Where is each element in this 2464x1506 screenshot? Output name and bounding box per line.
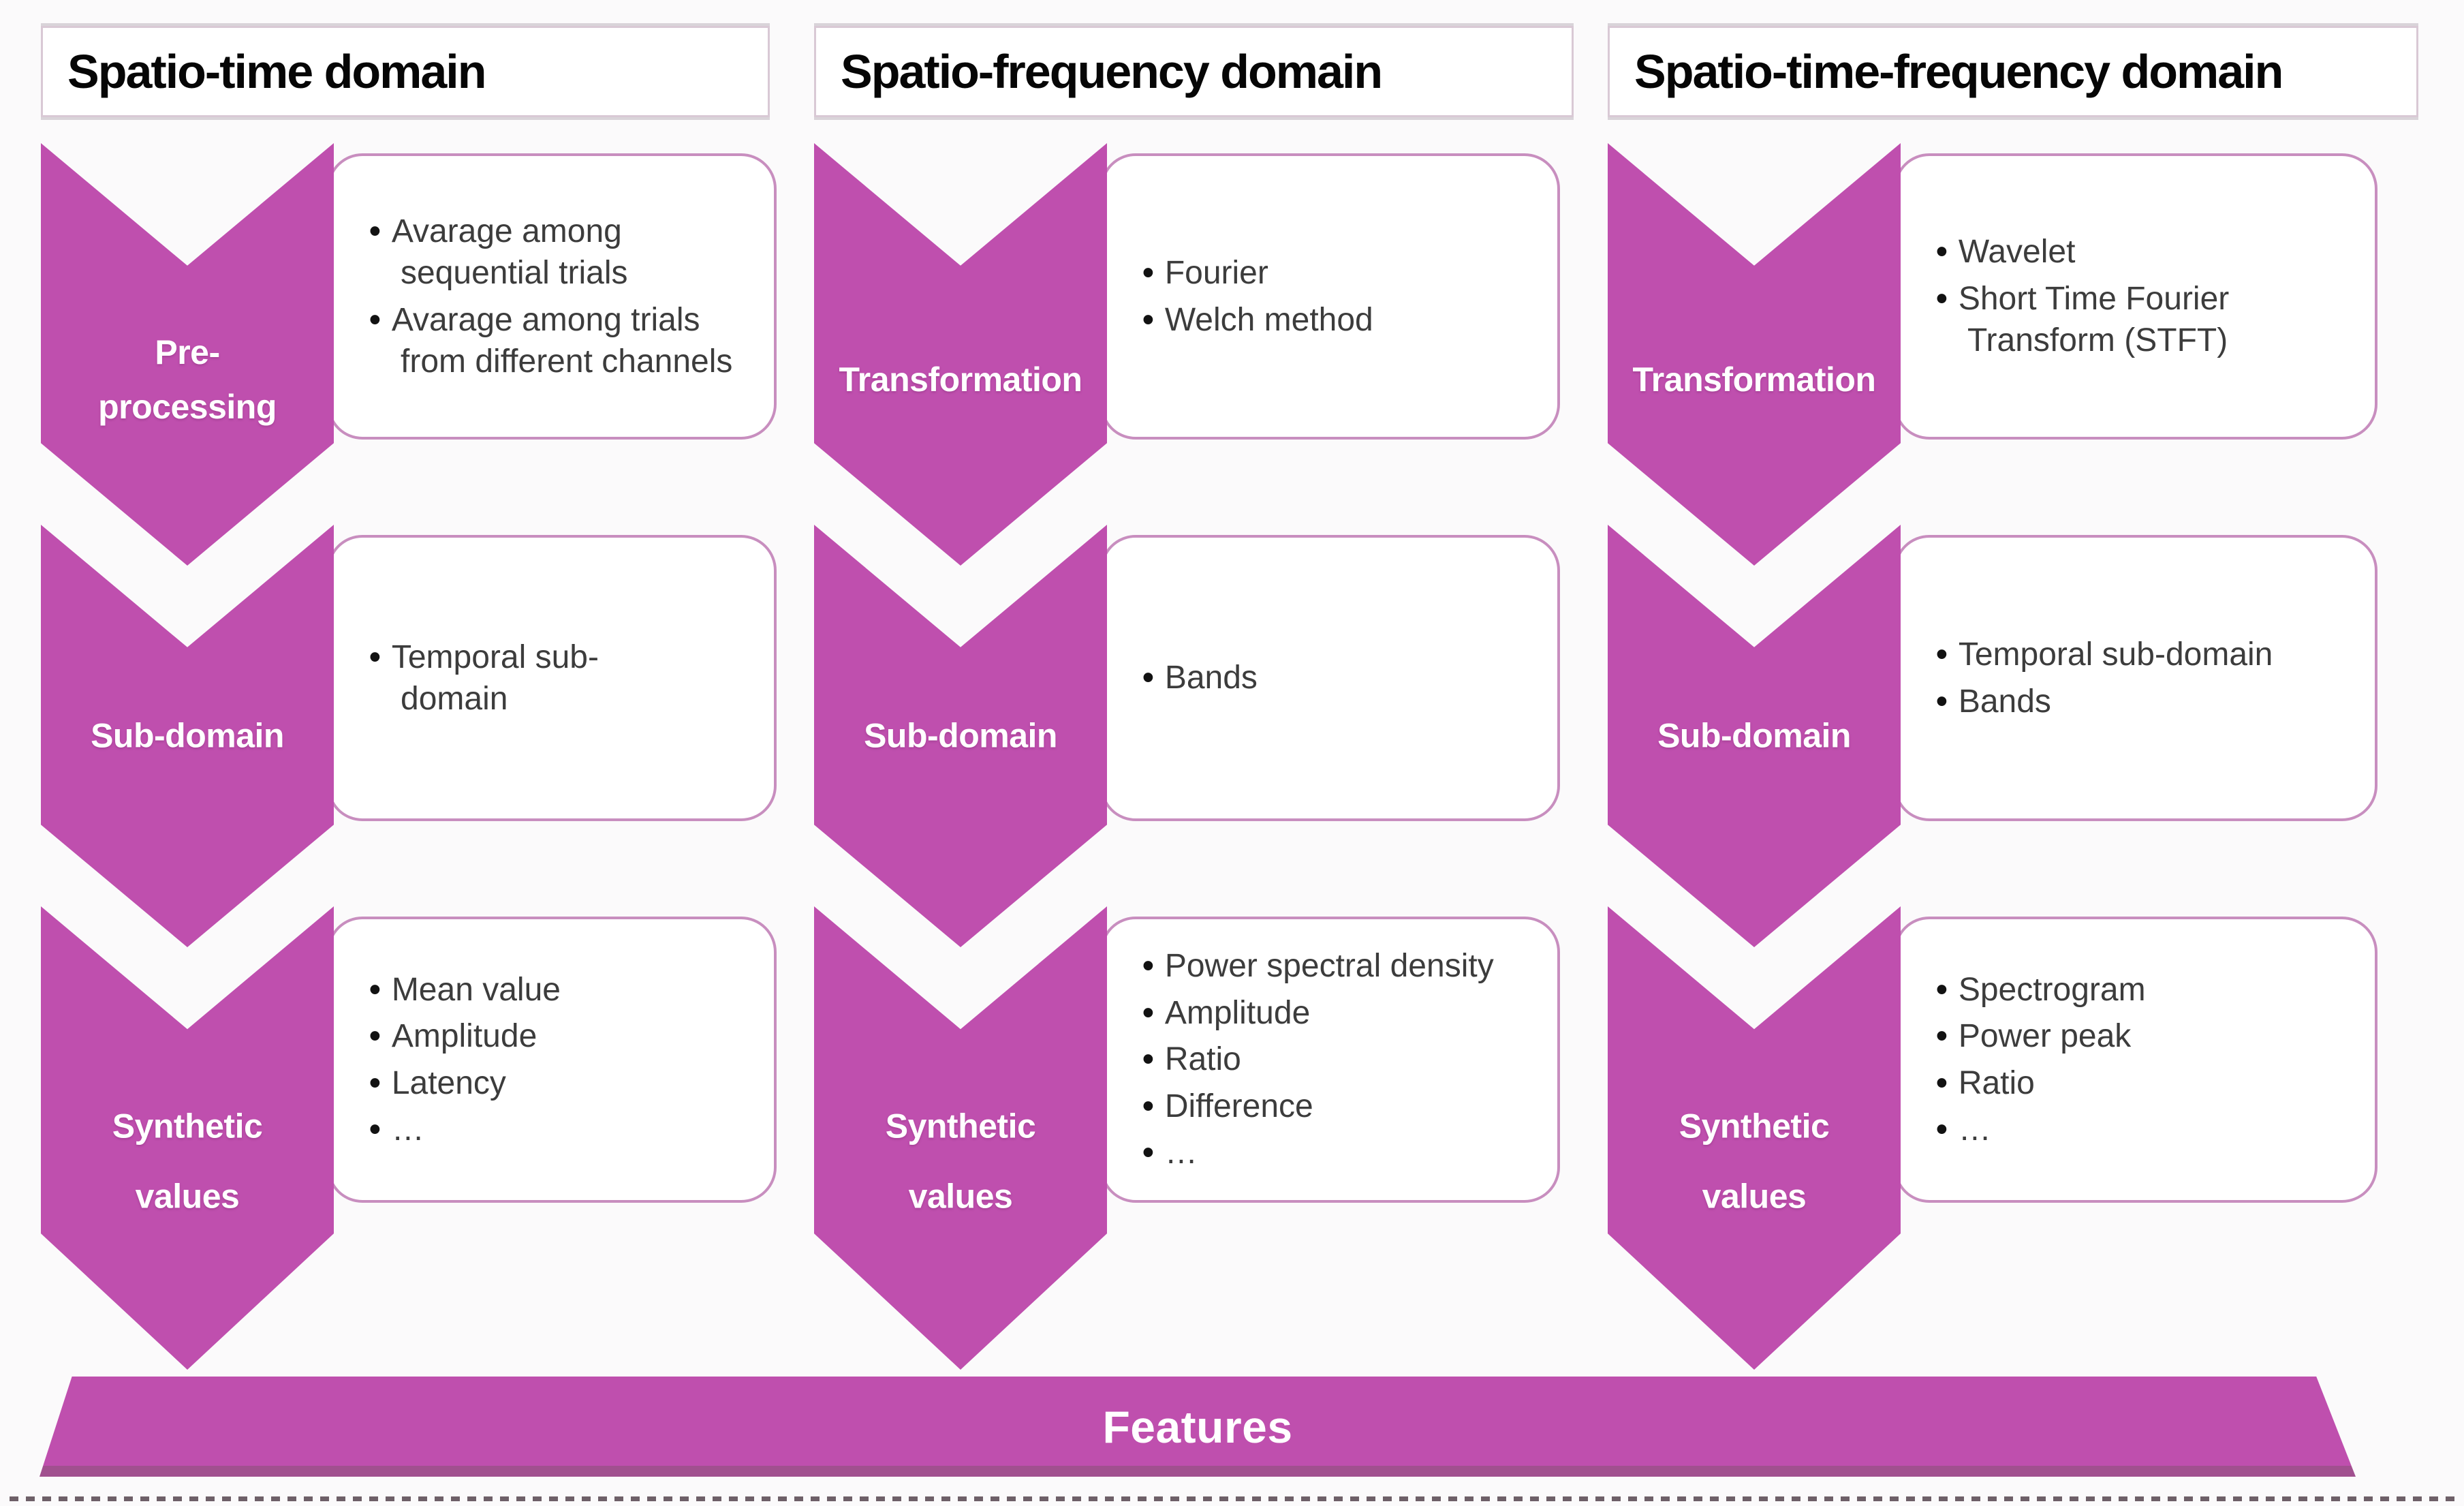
chevron-label: Sub-domain [864,716,1057,755]
bullet-box-subdomain-2: Bands [1100,535,1560,821]
bullet-box-subdomain-3: Temporal sub-domain Bands [1894,535,2377,821]
bullet-item: Short Time Fourier Transform (STFT) [1936,278,2356,362]
bullet-item: Temporal sub-domain [369,636,669,720]
bullet-item: … [1936,1109,2356,1150]
chevron-label: Pre- processing [98,333,277,427]
chevron-label: Sub-domain [1657,716,1851,755]
chevron-label: Synthetic values [885,1107,1036,1216]
column-header-spatio-time-frequency: Spatio-time-frequency domain [1608,26,2418,117]
bullet-item: Avarage among sequential trials [369,211,751,294]
bullet-item: Temporal sub-domain [1936,634,2356,675]
bullet-item: Amplitude [1142,992,1538,1034]
bullet-box-synthetic-2: Power spectral density Amplitude Ratio D… [1100,917,1560,1203]
bullet-item: Mean value [369,969,751,1011]
chevron-label: Synthetic values [112,1107,263,1216]
chevron-preprocessing: Pre- processing [41,143,334,566]
chevron-label: Synthetic values [1679,1107,1830,1216]
bullet-list: Fourier Welch method [1142,247,1538,345]
bullet-item: Latency [369,1062,751,1104]
bullet-box-transformation-2: Fourier Welch method [1100,153,1560,440]
bullet-item: Difference [1142,1086,1538,1127]
column-title: Spatio-time-frequency domain [1634,45,2283,98]
chevron-subdomain-1: Sub-domain [41,525,334,947]
bullet-item: … [369,1109,751,1150]
bullet-item: Fourier [1142,252,1538,294]
bullet-item: Welch method [1142,299,1538,341]
chevron-transformation-2: Transformation [814,143,1107,566]
bullet-box-synthetic-3: Spectrogram Power peak Ratio … [1894,917,2377,1203]
bullet-item: Power peak [1936,1015,2356,1057]
chevron-label: Transformation [839,360,1082,399]
bullet-item: Wavelet [1936,231,2356,273]
bullet-list: Bands [1142,652,1538,703]
bullet-box-transformation-3: Wavelet Short Time Fourier Transform (ST… [1894,153,2377,440]
bullet-list: Avarage among sequential trials Avarage … [369,206,751,388]
chevron-synthetic-3: Synthetic values [1608,906,1901,1370]
features-bar: Features [40,1377,2356,1477]
chevron-subdomain-3: Sub-domain [1608,525,1901,947]
bullet-box-synthetic-1: Mean value Amplitude Latency … [327,917,777,1203]
bullet-item: Avarage among trials from different chan… [369,299,751,383]
chevron-synthetic-1: Synthetic values [41,906,334,1370]
bullet-list: Wavelet Short Time Fourier Transform (ST… [1936,226,2356,366]
column-header-spatio-frequency: Spatio-frequency domain [814,26,1574,117]
bullet-item: Power spectral density [1142,945,1538,987]
column-header-spatio-time: Spatio-time domain [41,26,770,117]
bullet-item: Ratio [1936,1062,2356,1104]
bullet-item: Bands [1936,681,2356,722]
bullet-list: Temporal sub-domain [369,632,669,725]
bullet-item: … [1142,1132,1538,1173]
chevron-transformation-3: Transformation [1608,143,1901,566]
chevron-label: Transformation [1632,360,1876,399]
chevron-synthetic-2: Synthetic values [814,906,1107,1370]
features-label: Features [1102,1401,1293,1452]
bullet-item: Spectrogram [1936,969,2356,1011]
bullet-list: Power spectral density Amplitude Ratio D… [1142,940,1538,1178]
column-title: Spatio-time domain [67,45,486,98]
bullet-box-preprocessing: Avarage among sequential trials Avarage … [327,153,777,440]
chevron-label: Sub-domain [91,716,284,755]
cropped-caption-dots [10,1496,2454,1501]
bullet-item: Bands [1142,657,1538,698]
bullet-list: Temporal sub-domain Bands [1936,629,2356,727]
column-title: Spatio-frequency domain [841,45,1383,98]
bullet-list: Spectrogram Power peak Ratio … [1936,964,2356,1156]
bullet-box-subdomain-1: Temporal sub-domain [327,535,777,821]
chevron-subdomain-2: Sub-domain [814,525,1107,947]
bullet-item: Amplitude [369,1015,751,1057]
bullet-list: Mean value Amplitude Latency … [369,964,751,1156]
bullet-item: Ratio [1142,1039,1538,1080]
